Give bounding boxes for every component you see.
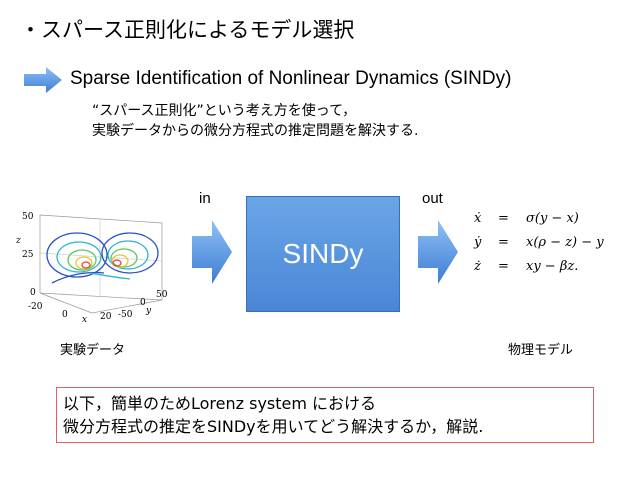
equation-sign: = [498,258,509,274]
x-axis-label: x [82,315,87,325]
equation-row: ż = xy − βz. [474,254,604,278]
equation-lhs: ż [474,258,481,274]
y-tick-neg50: -50 [118,310,133,320]
input-arrow-icon [192,220,232,284]
description-line-2: 実験データからの微分方程式の推定問題を解決する. [92,123,419,139]
sindy-box: SINDy [246,196,400,312]
equation-rhs: xy − βz. [526,258,579,274]
equation-sign: = [498,234,509,250]
z-tick-25: 25 [22,250,34,260]
note-line-1: 以下，簡単のためLorenz system における [63,394,377,413]
x-tick-20: 20 [100,312,112,322]
input-label: in [199,190,211,207]
x-tick-neg20: -20 [28,302,43,312]
description-line-1: “スパース正則化”という考え方を使って， [92,103,357,119]
output-arrow-icon [418,220,458,284]
slide-heading: ・スパース正則化によるモデル選択 [20,18,355,42]
lorenz-attractor-plot: 50 25 0 z -20 0 20 x -50 0 50 y [15,212,168,325]
equation-lhs: ẋ [474,210,482,226]
y-axis-label: y [145,306,152,316]
lorenz-equations: ẋ = σ(y − x) ẏ = x(ρ − z) − y ż = xy − β… [474,206,604,278]
equation-row: ẏ = x(ρ − z) − y [474,230,604,254]
z-tick-50: 50 [22,212,34,222]
equation-row: ẋ = σ(y − x) [474,206,604,230]
physical-model-caption: 物理モデル [508,343,574,358]
equation-sign: = [498,210,509,226]
equation-lhs: ẏ [474,234,482,250]
y-tick-50: 50 [156,290,168,300]
output-label: out [422,190,443,207]
method-title: Sparse Identification of Nonlinear Dynam… [70,68,512,89]
x-tick-0: 0 [62,310,68,320]
z-tick-0: 0 [30,288,36,298]
description: “スパース正則化”という考え方を使って， 実験データからの微分方程式の推定問題を… [92,101,418,141]
note-box: 以下，簡単のためLorenz system における 微分方程式の推定をSIND… [56,387,594,443]
experimental-data-caption: 実験データ [60,343,126,358]
z-axis-label: z [15,236,21,246]
equation-rhs: σ(y − x) [526,210,579,226]
right-arrow-icon [24,67,62,93]
note-line-2: 微分方程式の推定をSINDyを用いてどう解決するか，解説. [63,417,484,436]
y-tick-0: 0 [140,298,146,308]
equation-rhs: x(ρ − z) − y [526,234,604,250]
